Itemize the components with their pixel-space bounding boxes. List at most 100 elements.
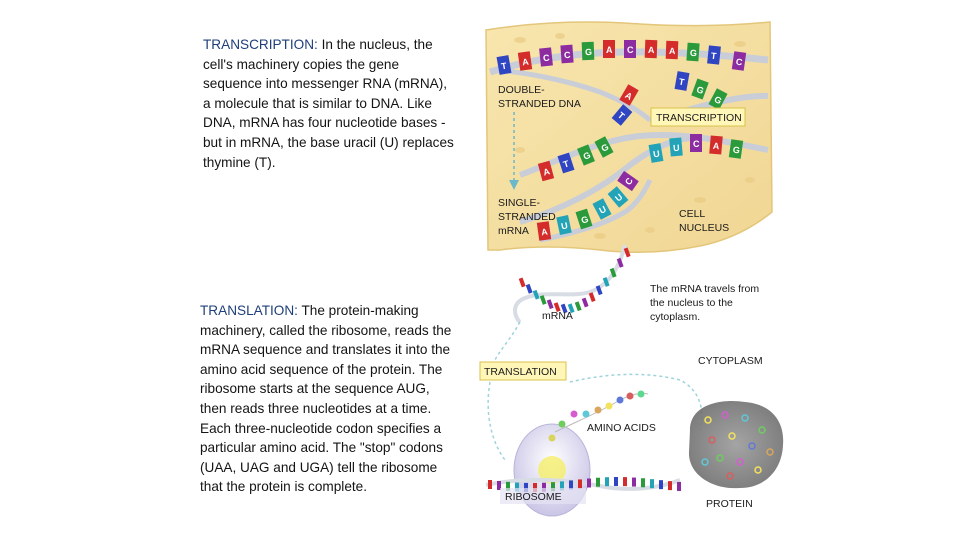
travel-tick-14 bbox=[525, 283, 533, 294]
amino-acids-label: AMINO ACIDS bbox=[587, 422, 656, 434]
travel-dash-1 bbox=[494, 321, 521, 361]
lower-mrna-base-letter-4: U bbox=[613, 192, 624, 204]
ribosome-tick-17 bbox=[641, 478, 645, 488]
upper-mrna-base-letter-4: U bbox=[652, 148, 660, 159]
lower-mrna-base-1 bbox=[556, 214, 572, 236]
travel-tick-3 bbox=[602, 277, 610, 287]
ribosome-tick-2 bbox=[506, 481, 510, 491]
top-base-letter-4: G bbox=[585, 47, 592, 57]
travel-tick-5 bbox=[588, 292, 596, 303]
lower-mrna-base-letter-1: U bbox=[560, 220, 568, 231]
travel-text-1: The mRNA travels from bbox=[650, 283, 759, 295]
transcription-label: TRANSCRIPTION bbox=[656, 112, 742, 124]
ribosome-tick-4 bbox=[524, 482, 528, 492]
ribosome-tick-13 bbox=[605, 477, 609, 487]
single-stranded-label-1: SINGLE- bbox=[498, 197, 541, 209]
travel-tick-6 bbox=[581, 297, 589, 308]
translation-dash bbox=[487, 381, 506, 461]
cytoplasm-label: CYTOPLASM bbox=[698, 355, 763, 367]
dna-middle-backbone bbox=[494, 67, 652, 122]
middle-base-letter-4: T bbox=[616, 110, 627, 122]
ribosome-tick-11 bbox=[587, 478, 591, 488]
top-base-11 bbox=[731, 51, 747, 71]
travel-text-2: the nucleus to the bbox=[650, 297, 733, 309]
middle-base-1 bbox=[691, 78, 709, 100]
top-base-4 bbox=[581, 41, 595, 61]
middle-base-letter-0: T bbox=[678, 77, 686, 88]
ribosome-tick-6 bbox=[542, 482, 546, 492]
ribosome-tick-19 bbox=[659, 480, 663, 490]
lower-mrna-base-letter-0: A bbox=[540, 226, 548, 237]
top-base-1 bbox=[517, 51, 533, 71]
nucleus-arrow-head bbox=[509, 180, 519, 190]
travel-tick-15 bbox=[518, 277, 526, 288]
double-stranded-label-2: STRANDED DNA bbox=[498, 98, 581, 110]
ribosome-tick-16 bbox=[632, 477, 636, 487]
upper-mrna-base-letter-2: G bbox=[582, 150, 592, 162]
lower-mrna-base-0 bbox=[536, 221, 552, 241]
lower-mrna-base-letter-5: C bbox=[623, 175, 635, 186]
ribosome-tick-21 bbox=[677, 481, 681, 491]
top-base-letter-9: G bbox=[690, 48, 698, 58]
protein-label: PROTEIN bbox=[706, 498, 753, 510]
top-base-letter-5: A bbox=[606, 45, 613, 55]
lower-mrna-base-3 bbox=[592, 198, 612, 220]
travel-tick-0 bbox=[623, 247, 631, 258]
upper-mrna-base-8 bbox=[728, 139, 744, 159]
lower-mrna-base-letter-2: G bbox=[580, 214, 590, 226]
travel-tick-2 bbox=[609, 267, 617, 278]
upper-mrna-base-letter-0: A bbox=[542, 166, 551, 177]
top-base-9 bbox=[686, 42, 700, 62]
upper-mrna-base-letter-1: T bbox=[562, 158, 571, 169]
ribosome-tick-5 bbox=[533, 482, 537, 492]
top-base-3 bbox=[560, 44, 574, 64]
travel-tick-12 bbox=[539, 295, 547, 305]
ribosome-tick-8 bbox=[560, 481, 564, 491]
transcription-heading: TRANSCRIPTION: bbox=[203, 37, 318, 52]
ribosome-tick-12 bbox=[596, 477, 600, 487]
top-base-5 bbox=[603, 40, 615, 58]
transcription-paragraph: TRANSCRIPTION: In the nucleus, the cell'… bbox=[203, 35, 458, 172]
top-base-8 bbox=[665, 40, 679, 60]
ribosome-tick-1 bbox=[497, 480, 501, 490]
top-base-2 bbox=[539, 47, 553, 67]
single-stranded-label-3: mRNA bbox=[498, 225, 529, 237]
cell-nucleus-label-2: NUCLEUS bbox=[679, 222, 729, 234]
translation-label-box bbox=[479, 361, 567, 381]
upper-mrna-base-2 bbox=[577, 144, 595, 166]
translation-paragraph: TRANSLATION: The protein-making machiner… bbox=[200, 301, 458, 497]
lower-mrna-base-letter-3: U bbox=[597, 204, 607, 216]
upper-mrna-base-0 bbox=[537, 160, 555, 182]
lower-mrna-base-5 bbox=[617, 170, 639, 192]
double-stranded-label-1: DOUBLE- bbox=[498, 84, 545, 96]
travel-tick-4 bbox=[595, 285, 603, 296]
upper-mrna-base-letter-7: A bbox=[712, 141, 720, 152]
upper-mrna-base-letter-6: C bbox=[693, 139, 700, 149]
middle-base-letter-2: G bbox=[713, 94, 724, 106]
upper-mrna-base-5 bbox=[669, 137, 683, 157]
upper-mrna-base-letter-8: G bbox=[732, 145, 740, 156]
transcription-label-box bbox=[650, 107, 746, 127]
upper-mrna-base-letter-5: U bbox=[673, 143, 680, 154]
mrna-label: mRNA bbox=[542, 310, 573, 322]
top-base-letter-7: A bbox=[648, 45, 655, 55]
ribosome-label-bg bbox=[500, 488, 586, 504]
translation-body: The protein-making machinery, called the… bbox=[200, 303, 452, 495]
lower-mrna-base-4 bbox=[607, 186, 629, 208]
translation-label: TRANSLATION bbox=[484, 366, 557, 378]
cell-nucleus-label-1: CELL bbox=[679, 208, 705, 220]
single-stranded-label-2: STRANDED bbox=[498, 211, 556, 223]
lower-mrna-base-2 bbox=[575, 208, 593, 230]
mrna-backbone bbox=[519, 135, 691, 225]
ribosome-mrna-bases bbox=[488, 477, 681, 492]
middle-base-4 bbox=[611, 104, 633, 126]
middle-base-letter-1: G bbox=[695, 84, 705, 96]
mrna-lower-backbone bbox=[539, 178, 653, 243]
top-base-letter-6: C bbox=[627, 45, 634, 55]
top-base-letter-1: A bbox=[521, 56, 529, 67]
ribosome-tick-20 bbox=[668, 481, 672, 491]
protein-amino-acids bbox=[701, 411, 774, 480]
